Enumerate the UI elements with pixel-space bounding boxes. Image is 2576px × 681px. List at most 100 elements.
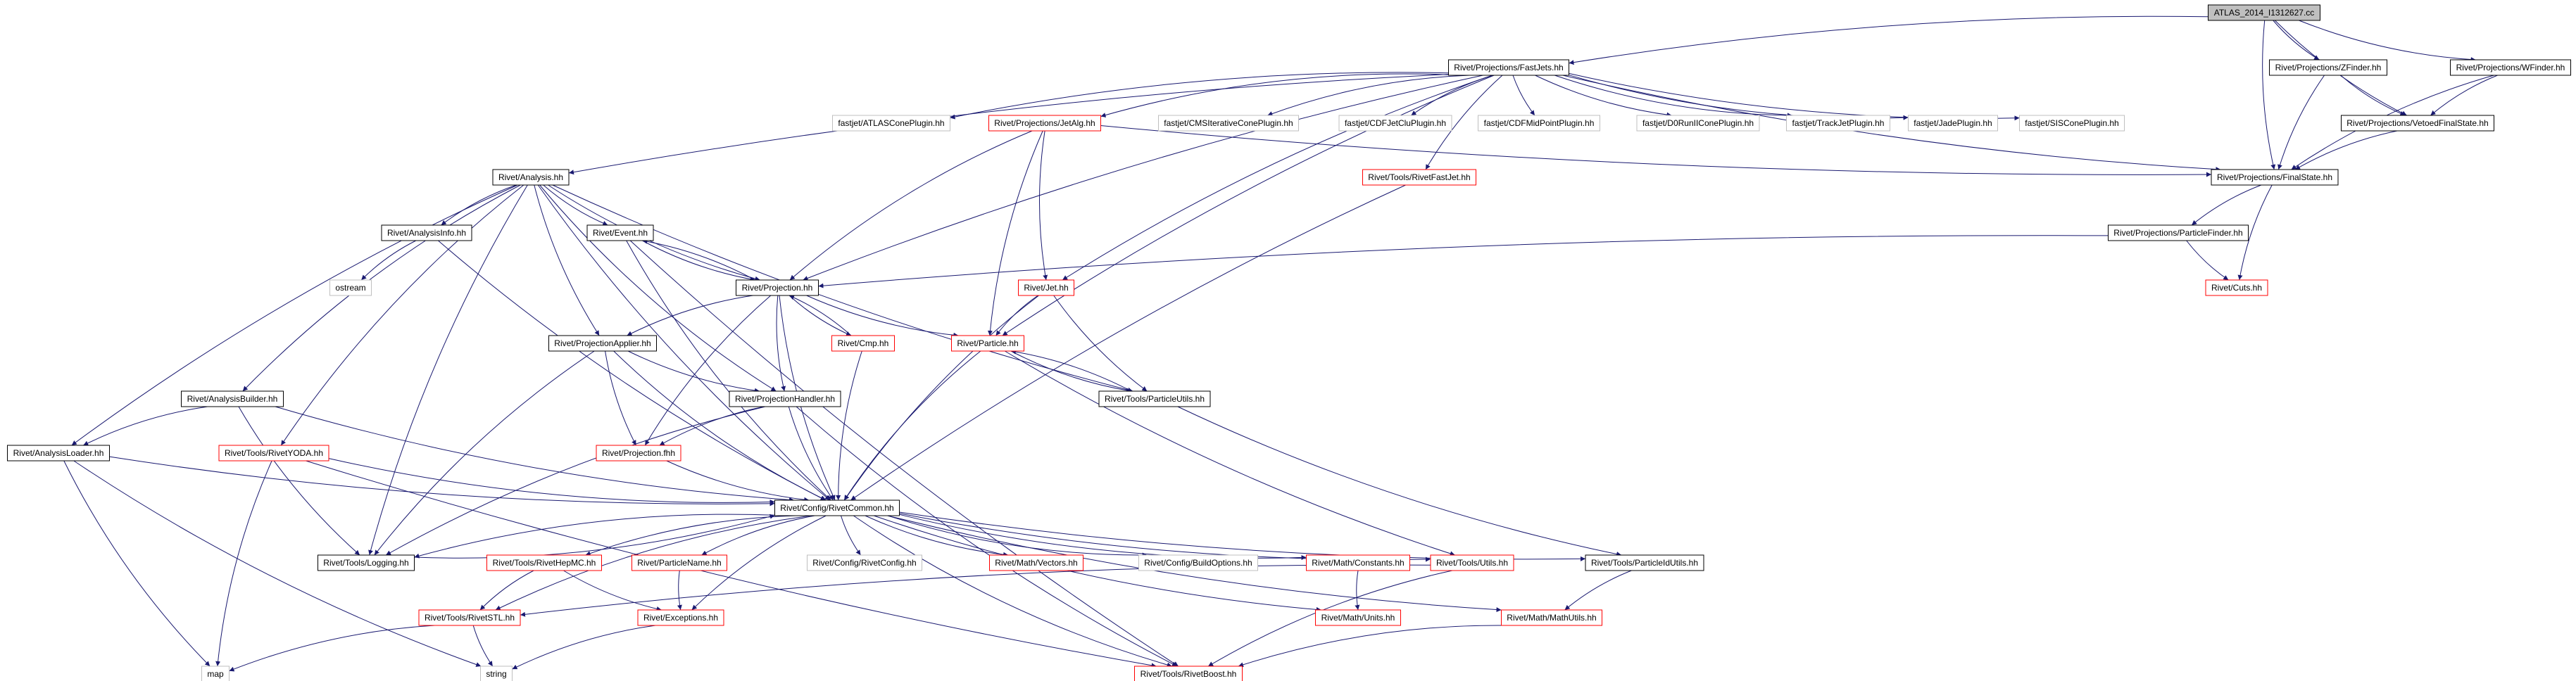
edge-analysisloader-to-string <box>73 460 482 667</box>
node-analysisinfo[interactable]: Rivet/AnalysisInfo.hh <box>381 224 472 241</box>
node-box <box>1786 115 1890 132</box>
node-box <box>486 554 602 571</box>
edge-rivetcommon-to-mathvectors <box>865 515 1009 557</box>
node-box <box>1430 554 1514 571</box>
node-wfinder[interactable]: Rivet/Projections/WFinder.hh <box>2450 59 2571 76</box>
edge-root-to-fastjets <box>1569 15 2209 65</box>
node-logging[interactable]: Rivet/Tools/Logging.hh <box>318 554 415 571</box>
node-fj_siscone: fastjet/SISConePlugin.hh <box>2019 115 2125 132</box>
node-particleutils[interactable]: Rivet/Tools/ParticleUtils.hh <box>1098 390 1211 407</box>
edge-rivetcommon-to-particlename <box>701 515 815 556</box>
node-label: Rivet/Projections/ParticleFinder.hh <box>2113 228 2242 238</box>
node-zfinder[interactable]: Rivet/Projections/ZFinder.hh <box>2269 59 2387 76</box>
edge-fastjets-to-rp_jetalg <box>1100 73 1449 117</box>
node-vetoedfs[interactable]: Rivet/Projections/VetoedFinalState.hh <box>2341 115 2494 132</box>
node-particle[interactable]: Rivet/Particle.hh <box>951 335 1024 352</box>
node-rivetboost[interactable]: Rivet/Tools/RivetBoost.hh <box>1134 666 1243 681</box>
node-box <box>2450 59 2571 76</box>
edge-analysis-to-logging <box>368 184 528 556</box>
node-rivetcommon[interactable]: Rivet/Config/RivetCommon.hh <box>774 499 900 516</box>
node-rivetyoda[interactable]: Rivet/Tools/RivetYODA.hh <box>218 445 329 462</box>
node-exceptions[interactable]: Rivet/Exceptions.hh <box>637 609 724 626</box>
node-label: Rivet/Config/RivetConfig.hh <box>812 558 916 568</box>
node-fj_cmsicone: fastjet/CMSIterativeConePlugin.hh <box>1158 115 1299 132</box>
edge-analysis-to-analysisloader <box>71 184 518 446</box>
node-mathunits[interactable]: Rivet/Math/Units.hh <box>1315 609 1401 626</box>
node-buildoptions: Rivet/Config/BuildOptions.hh <box>1138 554 1258 571</box>
edge-rivetcommon-to-logging <box>414 514 775 559</box>
node-particlename[interactable]: Rivet/ParticleName.hh <box>632 554 727 571</box>
edge-rivethepmc-to-rivetstl <box>479 570 534 611</box>
node-label: Rivet/AnalysisBuilder.hh <box>187 394 278 404</box>
node-fj_trackjet: fastjet/TrackJetPlugin.hh <box>1786 115 1890 132</box>
edge-analysis-to-analysisbuilder <box>242 184 521 392</box>
node-jet[interactable]: Rivet/Jet.hh <box>1018 279 1074 296</box>
node-box <box>988 115 1101 132</box>
node-box <box>181 390 284 407</box>
node-box <box>1315 609 1401 626</box>
node-finalstate[interactable]: Rivet/Projections/FinalState.hh <box>2211 169 2339 186</box>
edge-fastjets-to-particle <box>1002 75 1495 336</box>
node-label: Rivet/ParticleName.hh <box>637 558 721 568</box>
edge-projapplier-to-logging <box>374 350 595 556</box>
node-particleidutils[interactable]: Rivet/Tools/ParticleIdUtils.hh <box>1585 554 1704 571</box>
node-projhandler[interactable]: Rivet/ProjectionHandler.hh <box>729 390 841 407</box>
node-projectionfhh[interactable]: Rivet/Projection.fhh <box>596 445 681 462</box>
node-analysis[interactable]: Rivet/Analysis.hh <box>492 169 570 186</box>
edge-rivetyoda-to-rivetboost <box>306 460 1157 668</box>
node-label: map <box>207 669 224 679</box>
edge-projection-to-projhandler <box>776 295 786 392</box>
edge-projapplier-to-projectionfhh <box>605 350 636 446</box>
edge-projection-to-event <box>642 238 755 281</box>
node-analysisloader[interactable]: Rivet/AnalysisLoader.hh <box>7 445 110 462</box>
node-label: ATLAS_2014_I1312627.cc <box>2214 8 2315 18</box>
node-rivetstl[interactable]: Rivet/Tools/RivetSTL.hh <box>418 609 521 626</box>
node-fastjets[interactable]: Rivet/Projections/FastJets.hh <box>1448 59 1569 76</box>
edge-analysisinfo-to-ostream <box>360 240 417 281</box>
node-rivetconfig: Rivet/Config/RivetConfig.hh <box>807 554 922 571</box>
node-box <box>1098 390 1211 407</box>
node-layer: ATLAS_2014_I1312627.ccRivet/Projections/… <box>7 4 2571 681</box>
node-event[interactable]: Rivet/Event.hh <box>586 224 654 241</box>
node-analysisbuilder[interactable]: Rivet/AnalysisBuilder.hh <box>181 390 284 407</box>
node-label: fastjet/JadePlugin.hh <box>1914 118 1992 128</box>
edge-particle-to-toolsutils <box>1005 350 1455 556</box>
node-toolsutils[interactable]: Rivet/Tools/Utils.hh <box>1430 554 1514 571</box>
node-box <box>1362 169 1476 186</box>
edge-zfinder-to-vetoedfs <box>2340 75 2406 116</box>
node-label: Rivet/Math/Constants.hh <box>1312 558 1404 568</box>
node-mathvectors[interactable]: Rivet/Math/Vectors.hh <box>989 554 1083 571</box>
node-label: Rivet/AnalysisLoader.hh <box>13 448 104 458</box>
edge-particleutils-to-particleidutils <box>1177 406 1622 557</box>
node-rivethepmc[interactable]: Rivet/Tools/RivetHepMC.hh <box>486 554 602 571</box>
node-label: Rivet/Projections/FinalState.hh <box>2217 172 2332 182</box>
node-map: map <box>201 666 230 681</box>
edge-projapplier-to-projhandler <box>627 350 760 393</box>
edge-rivetstl-to-map <box>229 625 435 672</box>
node-projapplier[interactable]: Rivet/ProjectionApplier.hh <box>548 335 657 352</box>
node-label: Rivet/Tools/RivetHepMC.hh <box>493 558 596 568</box>
node-cmp[interactable]: Rivet/Cmp.hh <box>831 335 895 352</box>
edge-projection-to-projectionfhh <box>644 295 772 446</box>
node-particlefinder[interactable]: Rivet/Projections/ParticleFinder.hh <box>2108 224 2249 241</box>
node-projection[interactable]: Rivet/Projection.hh <box>736 279 819 296</box>
node-box <box>1338 115 1452 132</box>
edge-analysis-to-event <box>543 184 608 226</box>
edge-rivetcommon-to-mathunits <box>874 515 1321 612</box>
node-cuts[interactable]: Rivet/Cuts.hh <box>2205 279 2268 296</box>
node-rivetfastjet[interactable]: Rivet/Tools/RivetFastJet.hh <box>1362 169 1476 186</box>
node-label: Rivet/Projection.hh <box>742 283 813 293</box>
node-mathutils[interactable]: Rivet/Math/MathUtils.hh <box>1501 609 1602 626</box>
edge-rivetfastjet-to-rivetcommon <box>850 184 1406 501</box>
edge-analysis-to-rivetyoda <box>280 184 524 446</box>
node-label: Rivet/Particle.hh <box>957 338 1018 348</box>
edge-projection-to-projapplier <box>627 295 753 336</box>
edge-analysisbuilder-to-analysisloader <box>83 406 208 446</box>
edge-rp_jetalg-to-finalstate <box>1100 125 2212 177</box>
node-mathconstants[interactable]: Rivet/Math/Constants.hh <box>1306 554 1410 571</box>
node-rp_jetalg[interactable]: Rivet/Projections/JetAlg.hh <box>988 115 1101 132</box>
edge-analysisloader-to-rivetcommon <box>109 456 775 507</box>
edge-particlefinder-to-cuts <box>2186 240 2229 281</box>
node-box <box>586 224 654 241</box>
